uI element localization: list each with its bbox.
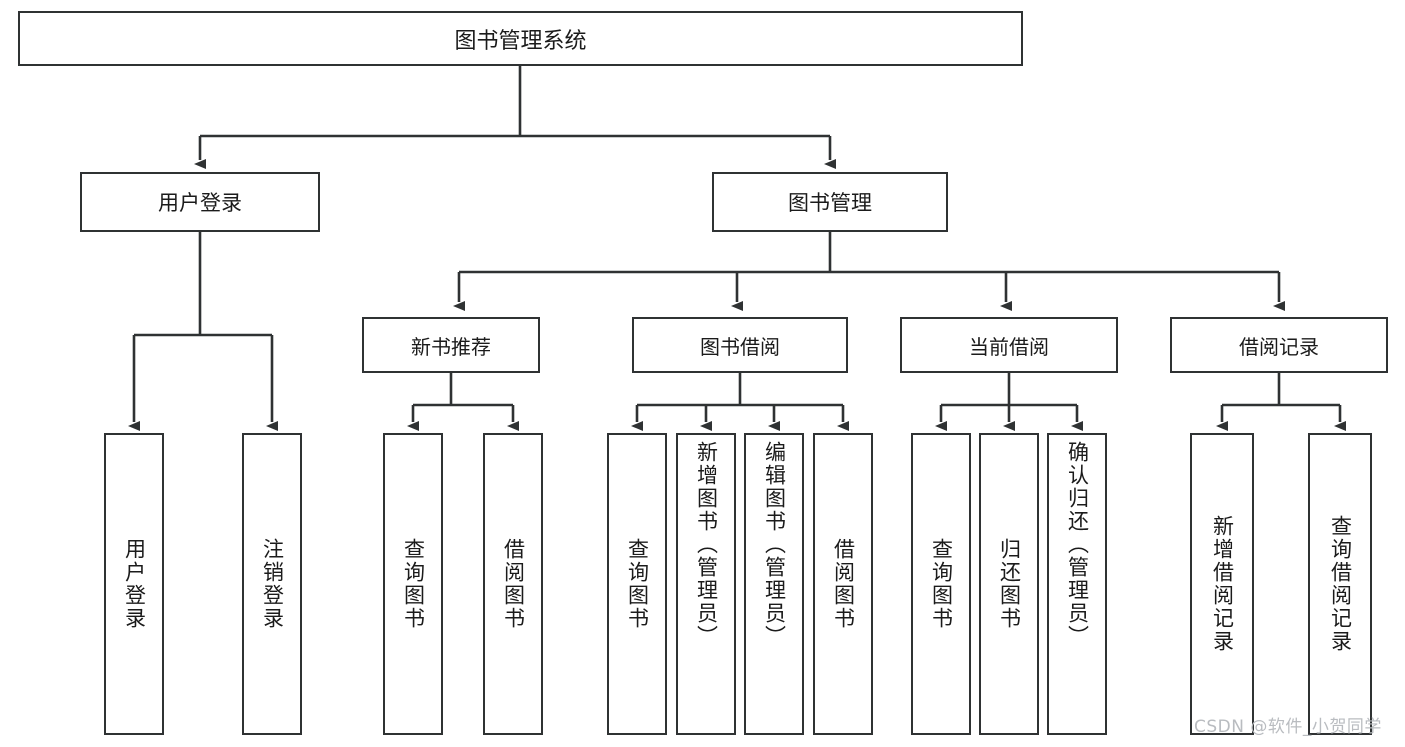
leaf-book-borrow-edit[interactable]: 编辑图书（管理员） [744, 433, 804, 735]
leaf-label: 注销登录 [260, 538, 285, 630]
leaf-label: 查询图书 [625, 538, 650, 630]
leaf-book-borrow-query[interactable]: 查询图书 [607, 433, 667, 735]
node-user-login[interactable]: 用户登录 [80, 172, 320, 232]
leaf-label: 确认归还（管理员） [1065, 441, 1090, 648]
leaf-label: 查询图书 [401, 538, 426, 630]
leaf-label: 借阅图书 [501, 538, 526, 630]
node-borrow-record-label: 借阅记录 [1239, 334, 1319, 359]
node-current-borrow[interactable]: 当前借阅 [900, 317, 1118, 373]
leaf-current-borrow-confirm-return[interactable]: 确认归还（管理员） [1047, 433, 1107, 735]
leaf-current-borrow-query[interactable]: 查询图书 [911, 433, 971, 735]
node-book-borrow[interactable]: 图书借阅 [632, 317, 848, 373]
leaf-borrow-record-query[interactable]: 查询借阅记录 [1308, 433, 1372, 735]
leaf-label: 用户登录 [122, 538, 147, 630]
leaf-borrow-record-add[interactable]: 新增借阅记录 [1190, 433, 1254, 735]
leaf-new-book-query[interactable]: 查询图书 [383, 433, 443, 735]
leaf-label: 新增图书（管理员） [694, 441, 719, 648]
leaf-book-borrow-add[interactable]: 新增图书（管理员） [676, 433, 736, 735]
leaf-label: 新增借阅记录 [1210, 515, 1235, 653]
leaf-user-login-login[interactable]: 用户登录 [104, 433, 164, 735]
leaf-current-borrow-return[interactable]: 归还图书 [979, 433, 1039, 735]
node-borrow-record[interactable]: 借阅记录 [1170, 317, 1388, 373]
leaf-user-login-logout[interactable]: 注销登录 [242, 433, 302, 735]
node-book-manage[interactable]: 图书管理 [712, 172, 948, 232]
leaf-label: 借阅图书 [831, 538, 856, 630]
leaf-label: 编辑图书（管理员） [762, 441, 787, 648]
leaf-book-borrow-borrow[interactable]: 借阅图书 [813, 433, 873, 735]
csdn-watermark: CSDN @软件_小贺同学 [1194, 717, 1382, 737]
leaf-label: 查询图书 [929, 538, 954, 630]
node-new-book-recommend-label: 新书推荐 [411, 334, 491, 359]
node-new-book-recommend[interactable]: 新书推荐 [362, 317, 540, 373]
node-root-label: 图书管理系统 [454, 28, 587, 54]
node-current-borrow-label: 当前借阅 [969, 334, 1049, 359]
node-user-login-label: 用户登录 [158, 191, 242, 215]
leaf-new-book-borrow[interactable]: 借阅图书 [483, 433, 543, 735]
node-book-borrow-label: 图书借阅 [700, 334, 780, 359]
node-book-manage-label: 图书管理 [788, 191, 872, 215]
node-root[interactable]: 图书管理系统 [18, 11, 1023, 66]
leaf-label: 归还图书 [997, 538, 1022, 630]
leaf-label: 查询借阅记录 [1328, 515, 1353, 653]
